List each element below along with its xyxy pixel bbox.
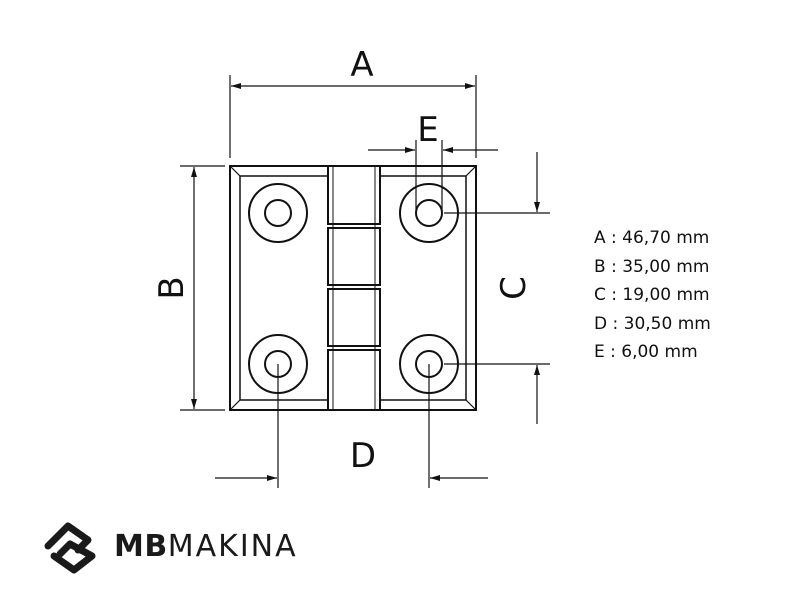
knuckle-segment [327, 288, 381, 347]
dimension-a [229, 75, 477, 158]
spec-a: A : 46,70 mm [594, 228, 710, 248]
hinge-knuckle [327, 165, 381, 411]
spec-c: C : 19,00 mm [594, 285, 710, 305]
knuckle-segment [327, 227, 381, 286]
spec-e: E : 6,00 mm [594, 342, 698, 362]
brand-name-light: MAKINA [167, 528, 298, 564]
dimension-label-e: E [417, 110, 438, 150]
dimension-c [444, 152, 550, 424]
knuckle-segment [327, 165, 381, 225]
knuckle-segment [327, 349, 381, 411]
dimension-label-b: B [152, 276, 192, 299]
brand-name-bold: MB [114, 528, 168, 564]
dimension-label-d: D [350, 436, 376, 476]
dimension-d [215, 364, 488, 488]
brand-logo: MBMAKINA [40, 516, 298, 576]
mb-logo-icon [44, 522, 96, 574]
dimension-e [368, 140, 498, 212]
brand-name: MBMAKINA [114, 529, 298, 564]
dimension-spec-list: A : 46,70 mm B : 35,00 mm C : 19,00 mm D… [594, 224, 711, 367]
dimension-label-c: C [494, 276, 534, 300]
spec-b: B : 35,00 mm [594, 256, 710, 277]
dimension-b [180, 165, 225, 411]
spec-d: D : 30,50 mm [594, 313, 711, 334]
screw-hole-top-left [248, 183, 308, 243]
dimension-label-a: A [350, 45, 373, 85]
